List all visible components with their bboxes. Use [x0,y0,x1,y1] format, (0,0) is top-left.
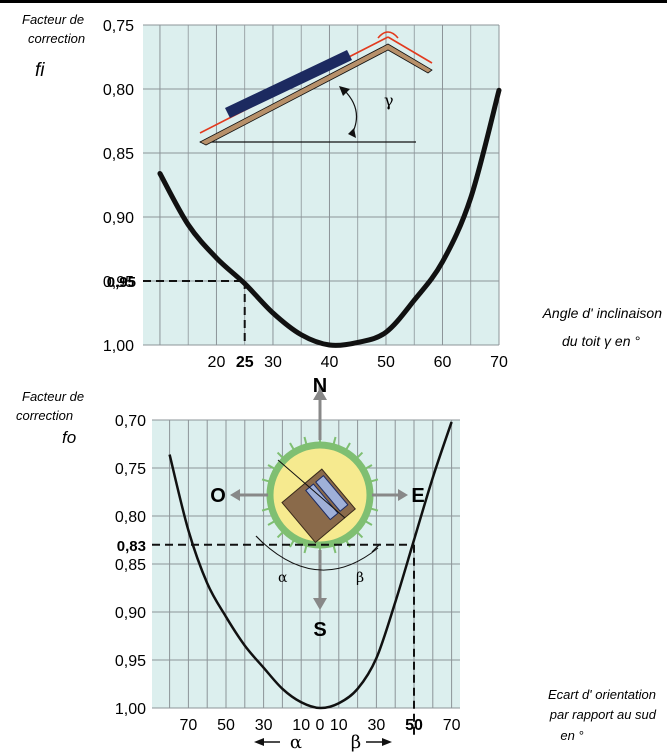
top-ylabel-symbol: fi [35,60,45,81]
bottom-y-tick-label: 0,85 [115,557,146,574]
top-x-tick-label: 60 [434,354,452,371]
bottom-x-ticks: 70 50 30 10 0 10 30 50 70 [180,717,461,734]
bottom-grid [152,419,460,709]
compass-tick [289,540,295,548]
bottom-x-tick-label: 50 [405,717,423,734]
compass-tick [345,442,351,450]
top-xlabel-line2: du toit γ en ° [562,333,640,349]
bottom-x-tick-label: 50 [217,717,235,734]
chart-bottom: 0,70 0,75 0,80 0,85 0,90 0,95 1,00 70 50 30 10 0 10… [16,375,657,753]
compass-tick [303,545,308,554]
bottom-y-tick-label: 0,80 [115,509,146,526]
solar-panel [225,50,352,118]
compass-tick [289,442,295,450]
top-ylabel-line2: correction [28,31,85,46]
alpha-axis-arrow: α [254,732,302,753]
bottom-x-tick-label: 0 [316,717,325,734]
compass-tick [332,545,337,554]
compass-tick [370,507,379,512]
beta-axis-label: β [351,732,361,753]
top-x-tick-label: 50 [377,354,395,371]
compass-tick [261,507,270,512]
top-x-tick-label: 40 [321,354,339,371]
top-y-tick-label: 1,00 [103,338,134,355]
compass-tick [267,520,275,526]
top-y-tick-label: 0,80 [103,82,134,99]
compass-tick [332,436,337,445]
compass-tick [356,451,364,459]
bottom-ylabel-line2: correction [16,408,73,423]
house-icon [281,468,356,544]
alpha-axis-label: α [290,732,302,753]
compass-tick [370,478,379,483]
bottom-xlabel-line3: en ° [560,728,583,743]
top-xlabel-line1: Angle d' inclinaison [542,305,663,321]
top-x-tick-label: 70 [490,354,508,371]
compass-alpha: α [278,570,288,586]
bottom-xlabel-line2: par rapport au sud [549,707,657,722]
compass-south: S [313,619,326,641]
bottom-x-tick-label: 70 [443,717,461,734]
compass-tick [267,464,275,470]
alpha-beta-arc [261,541,379,571]
bottom-y-tick-label: 0,70 [115,413,146,430]
bottom-y-tick-label: 1,00 [115,701,146,718]
compass-tick [261,478,270,483]
bottom-x-tick-label: 30 [368,717,386,734]
bottom-curve [168,421,453,710]
compass-east: E [411,485,424,507]
bottom-ylabel-symbol: fo [62,428,76,447]
compass-tick [365,520,373,526]
bottom-y-tick-label: 0,95 [115,653,146,670]
beta-axis-arrow: β [351,732,392,753]
top-plot-area [143,25,499,345]
bottom-x-tick-label: 10 [330,717,348,734]
bottom-xlabel-line1: Ecart d' orientation [548,687,656,702]
bottom-x-tick-label: 10 [292,717,310,734]
top-x-tick-label: 25 [236,354,254,371]
top-border-rule [0,0,667,3]
top-ylabel-line1: Facteur de [22,12,84,27]
compass-tick [276,531,284,539]
bottom-ylabel-line1: Facteur de [22,389,84,404]
top-y-tick-label: 0,85 [103,146,134,163]
compass-illustration: N S E O α β [210,375,424,641]
top-x-tick-label: 30 [264,354,282,371]
top-curve [157,87,502,348]
bottom-x-tick-label: 30 [255,717,273,734]
compass-tick [303,436,308,445]
top-y-tick-label: 0,95 [103,274,134,291]
compass-beta: β [356,570,364,586]
bottom-x-tick-label: 70 [180,717,198,734]
top-x-tick-label: 20 [208,354,226,371]
compass-ticks [260,435,380,555]
top-y-highlight-label: 0,95 [107,274,136,291]
top-y-tick-label: 0,75 [103,18,134,35]
bottom-y-ticks: 0,70 0,75 0,80 0,85 0,90 0,95 1,00 [115,413,146,718]
compass-tick [365,464,373,470]
bottom-y-tick-label: 0,90 [115,605,146,622]
bottom-y-highlight-label: 0,83 [117,538,146,555]
compass-west: O [210,485,226,507]
compass-tick [356,531,364,539]
bottom-y-tick-label: 0,75 [115,461,146,478]
top-y-tick-label: 0,90 [103,210,134,227]
top-y-ticks: 0,75 0,80 0,85 0,90 0,95 1,00 [103,18,134,355]
gamma-label: γ [384,91,394,110]
compass-north: N [313,375,327,397]
top-x-ticks: 20 25 30 40 50 60 70 [208,354,508,371]
roof-illustration: γ [199,31,433,146]
compass-tick [276,451,284,459]
